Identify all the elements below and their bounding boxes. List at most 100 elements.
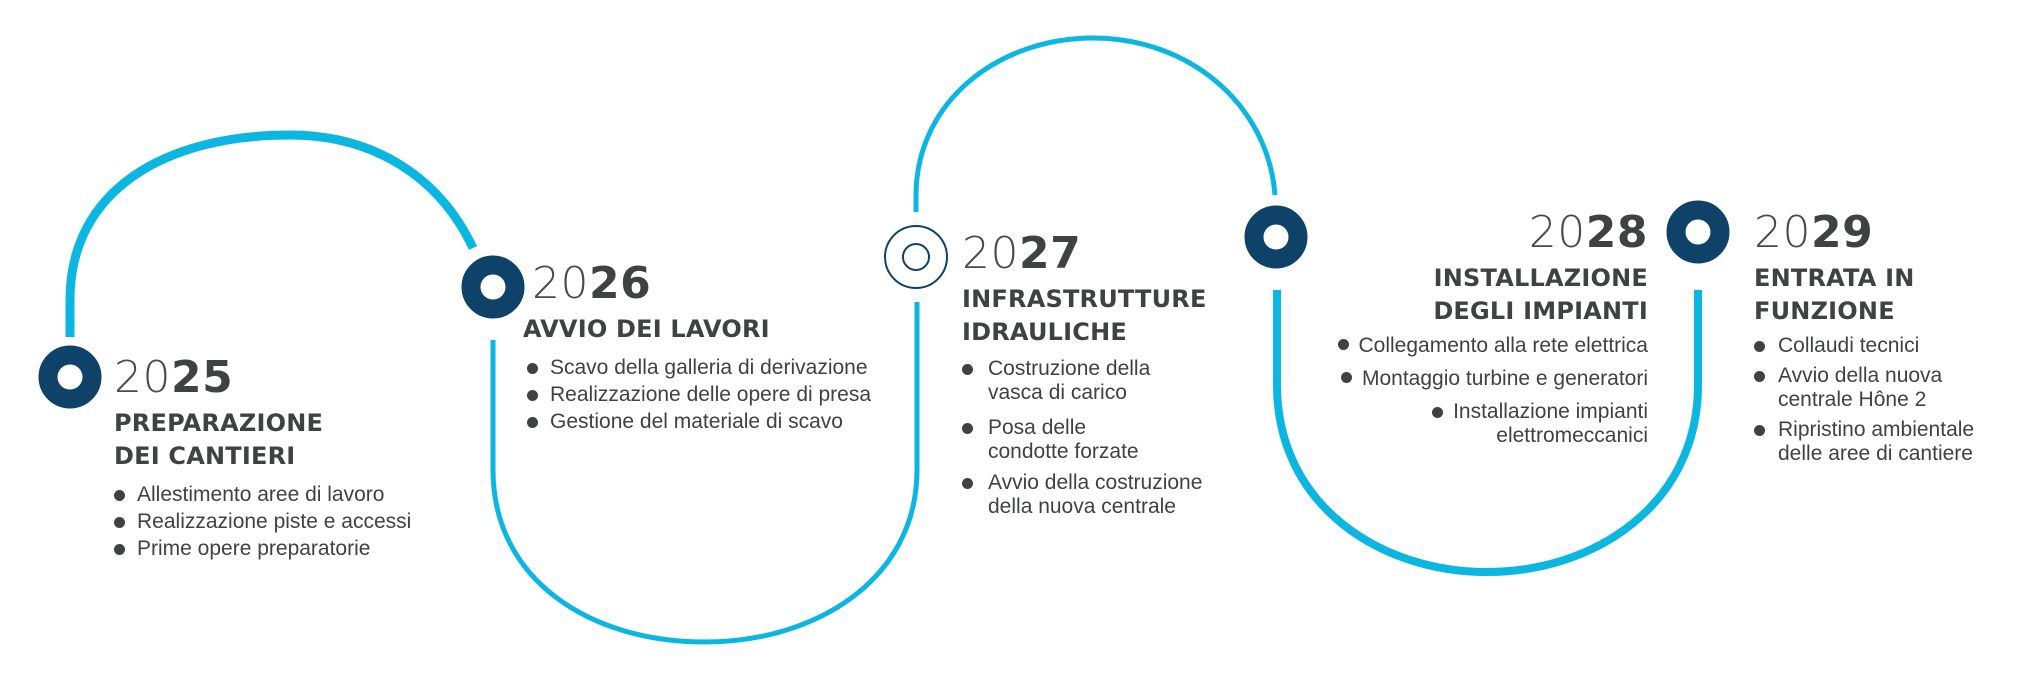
bullet-text: Ripristino ambientale bbox=[1778, 418, 1975, 441]
bullet-dot-icon bbox=[527, 390, 538, 401]
bullet-dot-icon bbox=[1754, 341, 1765, 352]
bullet-text: Scavo della galleria di derivazione bbox=[550, 356, 868, 379]
year-prefix: 20 bbox=[962, 228, 1019, 279]
bullet-dot-icon bbox=[962, 423, 973, 434]
year-suffix: 25 bbox=[171, 352, 234, 403]
milestone-2026: 2026 AVVIO DEI LAVORI Scavo della galler… bbox=[523, 259, 871, 445]
list-item: Realizzazione piste e accessi bbox=[114, 510, 411, 534]
bullet-list: Scavo della galleria di derivazione Real… bbox=[527, 356, 871, 434]
title-line: IDRAULICHE bbox=[962, 318, 1127, 346]
milestone-2028: 2028 INSTALLAZIONE DEGLI IMPIANTI Colleg… bbox=[1337, 208, 1649, 459]
title-line: DEGLI IMPIANTI bbox=[1433, 297, 1648, 325]
bullet-text: centrale Hône 2 bbox=[1778, 388, 1927, 411]
bullet-text: Avvio della costruzione bbox=[988, 471, 1203, 494]
bullet-text: Collaudi tecnici bbox=[1778, 334, 1920, 357]
title-line: INSTALLAZIONE bbox=[1433, 264, 1648, 292]
milestone-2027: 2027 INFRASTRUTTURE IDRAULICHE Costruzio… bbox=[962, 229, 1207, 530]
year-suffix: 28 bbox=[1585, 207, 1648, 258]
bullet-dot-icon bbox=[962, 478, 973, 489]
milestone-2025: 2025 PREPARAZIONE DEI CANTIERI Allestime… bbox=[114, 353, 411, 572]
title-line: INFRASTRUTTURE bbox=[962, 285, 1207, 313]
list-item: Realizzazione delle opere di presa bbox=[527, 383, 871, 407]
list-item: Collegamento alla rete elettrica bbox=[1337, 334, 1649, 358]
milestone-title: AVVIO DEI LAVORI bbox=[523, 313, 871, 346]
bullet-dot-icon bbox=[1432, 407, 1444, 418]
title-line: PREPARAZIONE bbox=[114, 409, 324, 437]
year-prefix: 20 bbox=[1528, 207, 1586, 258]
bullet-text: Avvio della nuova bbox=[1778, 364, 1943, 387]
bullet-text: Allestimento aree di lavoro bbox=[137, 483, 385, 506]
year-prefix: 20 bbox=[532, 258, 589, 309]
marker-2025-ring-icon bbox=[38, 345, 102, 409]
milestone-title: PREPARAZIONE DEI CANTIERI bbox=[114, 407, 411, 473]
bullet-text: Collegamento alla rete elettrica bbox=[1358, 334, 1649, 357]
title-line: DEI CANTIERI bbox=[114, 442, 296, 470]
bullet-dot-icon bbox=[1754, 371, 1765, 382]
list-item: Scavo della galleria di derivazione bbox=[527, 356, 871, 380]
bullet-text: Costruzione della bbox=[988, 357, 1151, 380]
milestone-title: INSTALLAZIONE DEGLI IMPIANTI bbox=[1338, 262, 1649, 328]
bullet-dot-icon bbox=[527, 363, 538, 374]
list-item: Collaudi tecnici bbox=[1754, 334, 1974, 358]
bullet-text: elettromeccanici bbox=[1496, 424, 1648, 447]
year-label: 2027 bbox=[962, 229, 1207, 277]
bullet-dot-icon bbox=[114, 544, 125, 555]
marker-2026-ring-icon bbox=[461, 255, 525, 319]
bullet-text: Installazione impianti bbox=[1453, 400, 1648, 423]
marker-2028-ring-icon bbox=[1244, 205, 1308, 269]
bullet-text: vasca di carico bbox=[988, 381, 1127, 404]
marker-2027-double-ring-icon bbox=[884, 225, 948, 289]
timeline-arc-2027-2028 bbox=[913, 35, 1278, 212]
list-item: Prime opere preparatorie bbox=[114, 537, 411, 561]
bullet-text: Posa delle bbox=[988, 416, 1087, 439]
year-suffix: 26 bbox=[589, 258, 652, 309]
bullet-dot-icon bbox=[114, 490, 125, 501]
title-line: AVVIO DEI LAVORI bbox=[523, 315, 770, 343]
bullet-text: Prime opere preparatorie bbox=[137, 537, 371, 560]
bullet-text: Montaggio turbine e generatori bbox=[1361, 367, 1648, 390]
bullet-dot-icon bbox=[962, 364, 973, 375]
bullet-dot-icon bbox=[1340, 372, 1352, 384]
timeline-arc-2025-2026 bbox=[65, 130, 478, 337]
year-label: 2029 bbox=[1754, 208, 1974, 256]
timeline-arc-2028-2029 bbox=[1273, 290, 1702, 577]
bullet-text: della nuova centrale bbox=[988, 495, 1176, 518]
bullet-list: Collegamento alla rete elettrica Montagg… bbox=[1337, 334, 1649, 448]
milestone-2029: 2029 ENTRATA IN FUNZIONE Collaudi tecnic… bbox=[1754, 208, 1974, 477]
title-line: FUNZIONE bbox=[1754, 297, 1895, 325]
bullet-list: Allestimento aree di lavoro Realizzazion… bbox=[114, 483, 411, 561]
bullet-text: Realizzazione delle opere di presa bbox=[550, 383, 872, 406]
bullet-dot-icon bbox=[527, 417, 538, 428]
timeline-arc-2026-2027 bbox=[490, 302, 920, 645]
year-label: 2028 bbox=[1338, 208, 1649, 256]
list-item: Gestione del materiale di scavo bbox=[527, 410, 871, 434]
year-prefix: 20 bbox=[114, 352, 171, 403]
bullet-text: condotte forzate bbox=[988, 440, 1139, 463]
year-label: 2026 bbox=[532, 259, 871, 307]
bullet-dot-icon bbox=[1337, 339, 1349, 351]
title-line: ENTRATA IN bbox=[1754, 264, 1915, 292]
list-item: Montaggio turbine e generatori bbox=[1338, 367, 1648, 391]
bullet-dot-icon bbox=[1754, 425, 1765, 436]
milestone-title: ENTRATA IN FUNZIONE bbox=[1754, 262, 1974, 328]
list-item: Allestimento aree di lavoro bbox=[114, 483, 411, 507]
year-suffix: 27 bbox=[1019, 228, 1082, 279]
bullet-text: delle aree di cantiere bbox=[1778, 442, 1973, 465]
bullet-dot-icon bbox=[114, 517, 125, 528]
milestone-title: INFRASTRUTTURE IDRAULICHE bbox=[962, 283, 1207, 349]
marker-2029-ring-icon bbox=[1666, 200, 1730, 264]
year-prefix: 20 bbox=[1754, 207, 1811, 258]
year-suffix: 29 bbox=[1811, 207, 1874, 258]
year-label: 2025 bbox=[114, 353, 411, 401]
bullet-text: Realizzazione piste e accessi bbox=[137, 510, 412, 533]
